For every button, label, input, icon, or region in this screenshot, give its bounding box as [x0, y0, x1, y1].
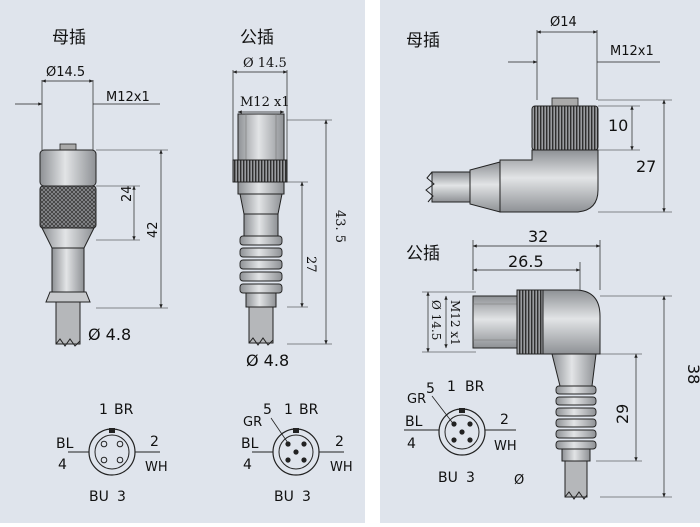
male-right-pin-wh: WH: [494, 439, 517, 454]
male-right-pin-4: 4: [407, 436, 416, 452]
male-right-pin-bl: BL: [405, 414, 423, 430]
female-pin-4: 4: [58, 457, 67, 473]
female-len-body: 24: [120, 185, 135, 202]
male-angled-len-a: 32: [528, 227, 548, 246]
male-right-pin-br: BR: [465, 379, 485, 395]
male-right-extra-dia: Ø: [514, 473, 524, 488]
male-pin-diagram-left: GR 5 1 BR BL 4 2 WH BU 3: [241, 402, 353, 505]
right-panel: [380, 0, 700, 523]
male-left-pin-2: 2: [335, 434, 344, 450]
female-pin-br: BR: [114, 402, 134, 418]
female-pin-wh: WH: [145, 460, 168, 475]
female-pin-3: 3: [117, 489, 126, 505]
panel-gap: [365, 0, 380, 523]
female-angled-title: 母插: [406, 31, 440, 51]
female-len-total: 42: [146, 221, 161, 238]
male-angled-thread: M12 x1: [448, 300, 462, 346]
female-cable-dia: Ø 4.8: [88, 325, 131, 344]
male-right-pin-bu: BU: [438, 470, 458, 486]
female-pin-bu: BU: [89, 489, 109, 505]
female-pin-diagram: 1 BR BL 4 2 WH BU 3: [56, 402, 168, 505]
male-left-pin-1: 1: [284, 402, 293, 418]
female-angled-h-small: 10: [608, 116, 628, 135]
male-right-pin-3: 3: [466, 470, 475, 486]
male-angled-h-small: 29: [613, 404, 632, 424]
male-left-pin-bu: BU: [274, 489, 294, 505]
male-title: 公插: [240, 28, 274, 48]
female-dia-label: Ø14.5: [46, 65, 85, 80]
female-angled-dia: Ø14: [550, 15, 577, 30]
female-pin-1: 1: [99, 402, 108, 418]
male-right-pin-2: 2: [500, 412, 509, 428]
female-straight-connector: 母插 Ø14.5 M12x1 24 42 Ø 4.8: [15, 28, 168, 347]
male-dia-label: Ø 14.5: [243, 56, 287, 71]
male-angled-title: 公插: [406, 244, 440, 264]
female-pin-bl: BL: [56, 436, 74, 452]
male-thread-label: M12 x1: [240, 95, 290, 110]
female-pin-2: 2: [150, 434, 159, 450]
female-angled-h-big: 27: [636, 157, 656, 176]
male-right-pin-1: 1: [447, 379, 456, 395]
male-len-total: 43. 5: [332, 210, 347, 243]
male-left-pin-br: BR: [299, 402, 319, 418]
male-left-pin-bl: BL: [241, 436, 259, 452]
male-left-pin-wh: WH: [330, 460, 353, 475]
male-straight-connector: 公插 Ø 14.5 M12 x1 43. 5 27: [232, 28, 347, 370]
male-angled-connector: 公插 32 26.5 M12 x1 Ø 14.5: [406, 227, 700, 500]
male-len-body: 27: [303, 256, 318, 273]
male-cable-dia: Ø 4.8: [246, 351, 289, 370]
male-left-pin-3: 3: [302, 489, 311, 505]
female-thread-label: M12x1: [106, 90, 150, 105]
male-angled-dia: Ø 14.5: [429, 300, 443, 340]
female-angled-thread: M12x1: [610, 44, 654, 59]
male-left-pin-5: 5: [263, 402, 272, 418]
female-angled-connector: 母插 Ø14 M12x1 10 27: [406, 15, 672, 213]
male-pin-diagram-right: GR 5 1 BR BL 4 2 WH BU 3 Ø: [404, 379, 524, 488]
male-left-pin-gr: GR: [243, 415, 262, 430]
female-title: 母插: [52, 28, 86, 48]
male-right-pin-5: 5: [426, 381, 435, 397]
male-left-pin-4: 4: [243, 457, 252, 473]
male-right-pin-gr: GR: [407, 392, 426, 407]
male-angled-h-big: 38: [684, 364, 700, 384]
male-angled-len-b: 26.5: [508, 252, 544, 271]
